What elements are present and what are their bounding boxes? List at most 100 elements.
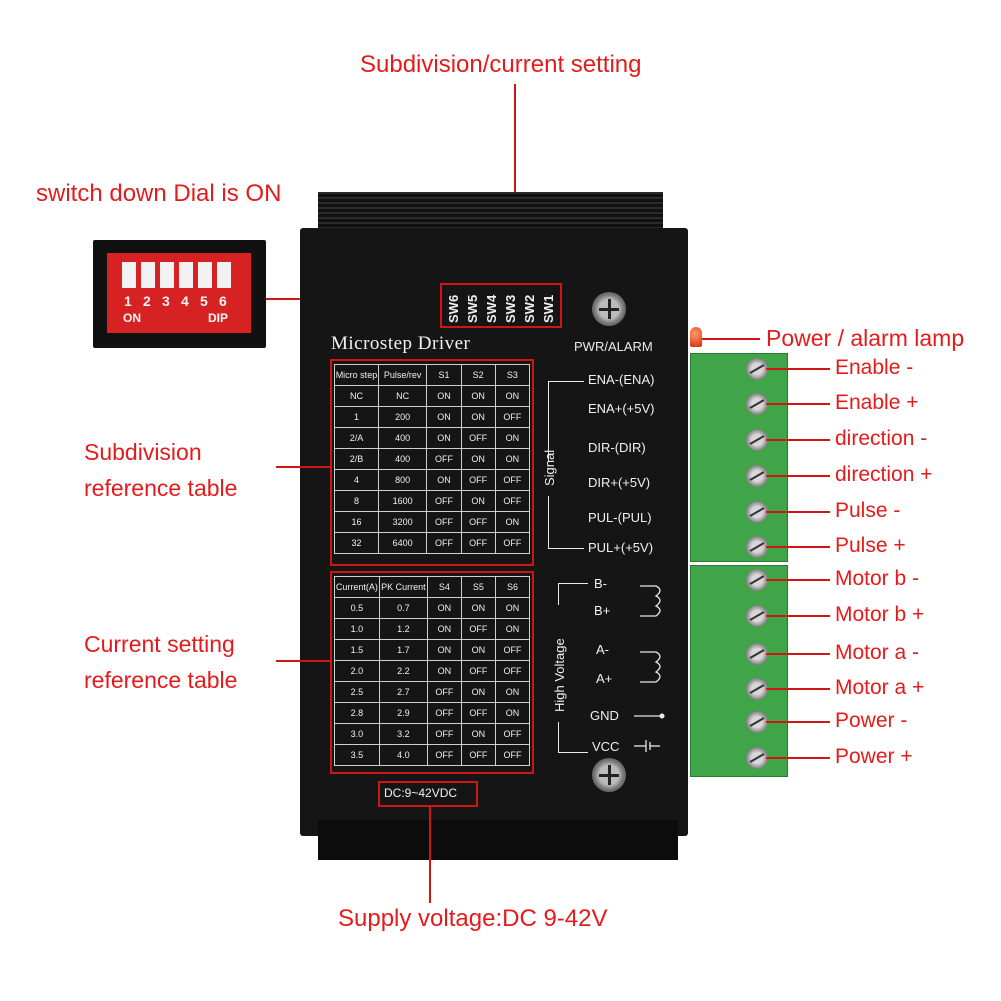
terminal-callout-line: [766, 439, 830, 441]
hv-bracket-cap-top: [558, 583, 588, 584]
callout-subdivision-table-line2: reference table: [84, 475, 238, 501]
dip-number-2: 2: [143, 293, 151, 309]
terminal-label: Motor b -: [835, 567, 920, 590]
table-header-cell: PK Current: [378, 576, 428, 598]
table-cell: OFF: [460, 660, 496, 682]
table-cell: ON: [494, 427, 531, 449]
table-header-cell: Pulse/rev: [377, 364, 428, 386]
callout-supply-voltage: Supply voltage:DC 9-42V: [338, 905, 608, 932]
table-header-cell: Current(A): [334, 576, 380, 598]
dip-slot-4: [179, 262, 193, 288]
table-cell: OFF: [426, 744, 462, 766]
hv-bracket-cap-bottom: [558, 752, 588, 753]
table-cell: 3200: [377, 511, 428, 533]
table-cell: 4: [334, 469, 379, 491]
current-table-box: [330, 571, 534, 774]
table-cell: ON: [460, 490, 496, 512]
terminal-screw: [746, 643, 768, 665]
table-cell: OFF: [426, 532, 462, 554]
sw-label-6: SW6: [446, 294, 461, 323]
pwr-alarm-label: PWR/ALARM: [574, 339, 653, 354]
table-cell: OFF: [494, 639, 531, 661]
table-cell: ON: [494, 448, 531, 470]
table-cell: ON: [460, 448, 496, 470]
table-header-cell: S5: [460, 576, 496, 598]
terminal-screw: [746, 605, 768, 627]
table-cell: ON: [460, 385, 496, 407]
callout-power-alarm-lamp: Power / alarm lamp: [766, 325, 965, 351]
table-cell: 3.2: [378, 723, 428, 745]
dip-number-5: 5: [200, 293, 208, 309]
signal-pin-pul-minus: PUL-(PUL): [588, 510, 652, 525]
power-pin-b-plus: B+: [594, 603, 611, 618]
table-cell: ON: [494, 385, 531, 407]
table-cell: OFF: [494, 744, 531, 766]
table-cell: 2.2: [378, 660, 428, 682]
table-cell: ON: [460, 597, 496, 619]
terminal-callout-line: [766, 757, 830, 759]
terminal-screw: [746, 536, 768, 558]
table-cell: NC: [334, 385, 379, 407]
signal-terminal-block: [690, 353, 788, 562]
dip-number-6: 6: [219, 293, 227, 309]
callout-subdivision-table-line1: Subdivision: [84, 439, 202, 465]
terminal-screw: [746, 501, 768, 523]
terminal-label: direction -: [835, 427, 928, 450]
signal-bracket-top: [548, 381, 549, 461]
terminal-label: Motor b +: [835, 603, 925, 626]
terminal-screw: [746, 358, 768, 380]
power-pin-a-plus: A+: [596, 671, 613, 686]
sw-label-3: SW3: [503, 294, 518, 323]
table-cell: 1.7: [378, 639, 428, 661]
signal-bracket-cap-bottom: [548, 548, 584, 549]
terminal-screw: [746, 465, 768, 487]
table-cell: 400: [377, 427, 428, 449]
table-cell: ON: [426, 469, 462, 491]
callout-current-table-line2: reference table: [84, 667, 238, 693]
dip-slot-1: [122, 262, 136, 288]
table-header-cell: S6: [494, 576, 531, 598]
table-cell: OFF: [460, 702, 496, 724]
terminal-callout-line: [766, 615, 830, 617]
dip-slot-6: [217, 262, 231, 288]
callout-current-table-line1: Current setting: [84, 631, 235, 657]
table-cell: OFF: [426, 511, 462, 533]
callout-line-top: [514, 84, 516, 284]
table-cell: OFF: [426, 448, 462, 470]
table-cell: ON: [494, 511, 531, 533]
sw-labels-box: [440, 283, 562, 328]
table-cell: ON: [494, 681, 531, 703]
table-cell: 1.5: [334, 639, 380, 661]
signal-pin-dir-minus: DIR-(DIR): [588, 440, 646, 455]
table-cell: OFF: [494, 469, 531, 491]
callout-line-lamp: [702, 338, 760, 340]
table-cell: ON: [426, 385, 462, 407]
table-cell: ON: [494, 702, 531, 724]
table-cell: 400: [377, 448, 428, 470]
sw-label-4: SW4: [484, 294, 499, 323]
dc-label: DC:9~42VDC: [384, 786, 458, 800]
table-cell: OFF: [426, 681, 462, 703]
terminal-callout-line: [766, 688, 830, 690]
table-cell: OFF: [426, 702, 462, 724]
callout-switch-down: switch down Dial is ON: [36, 180, 282, 207]
terminal-label: Enable +: [835, 391, 919, 414]
table-cell: OFF: [460, 532, 496, 554]
signal-bracket-cap-top: [548, 381, 584, 382]
table-cell: 2.5: [334, 681, 380, 703]
power-alarm-led: [690, 327, 702, 347]
terminal-label: Power +: [835, 745, 913, 768]
signal-pin-dir-plus: DIR+(+5V): [588, 475, 651, 490]
terminal-callout-line: [766, 653, 830, 655]
table-cell: ON: [426, 660, 462, 682]
